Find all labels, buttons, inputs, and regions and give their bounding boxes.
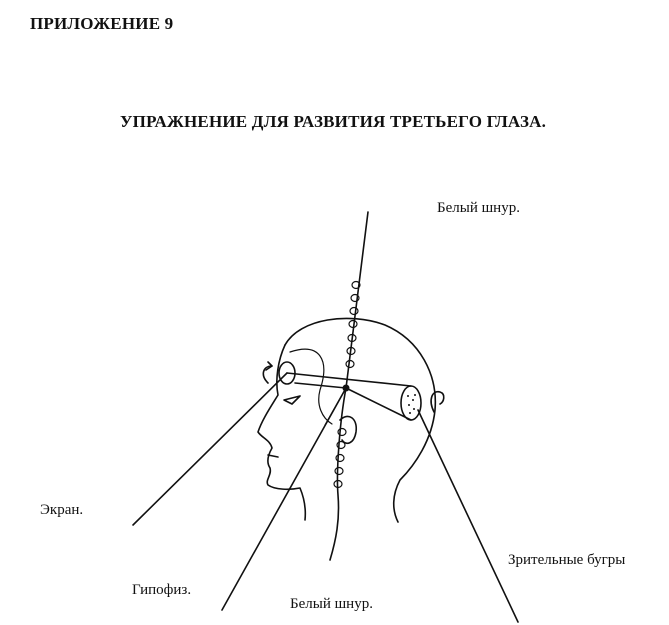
white-cord-coils-top bbox=[345, 280, 361, 369]
face-profile bbox=[257, 344, 307, 521]
rotation-arrow-left-head bbox=[265, 361, 273, 371]
white-cord-coils-bottom bbox=[333, 427, 347, 489]
white-cord-lower bbox=[329, 387, 347, 561]
eye bbox=[283, 395, 301, 405]
ear bbox=[339, 415, 358, 445]
diagram-title: УПРАЖНЕНИЕ ДЛЯ РАЗВИТИЯ ТРЕТЬЕГО ГЛАЗА. bbox=[120, 112, 547, 131]
rotation-arrow-left bbox=[262, 365, 273, 384]
brain-curve bbox=[289, 348, 333, 425]
visual-tubercles-line bbox=[417, 409, 519, 623]
rotation-arrow-right bbox=[430, 390, 445, 413]
head-outline bbox=[284, 317, 437, 523]
horizontal-axis bbox=[286, 372, 412, 387]
appendix-label: ПРИЛОЖЕНИЕ 9 bbox=[30, 14, 174, 33]
screen-line bbox=[132, 372, 288, 526]
visual-tubercles bbox=[400, 385, 422, 421]
label-pituitary: Гипофиз. bbox=[132, 582, 192, 598]
label-screen: Экран. bbox=[40, 502, 84, 518]
label-white-cord-top: Белый шнур. bbox=[437, 200, 520, 216]
label-visual-tubercles: Зрительные бугры bbox=[508, 552, 626, 568]
label-white-cord-bottom: Белый шнур. bbox=[290, 596, 373, 612]
third-eye-circle bbox=[278, 361, 296, 385]
mouth bbox=[267, 454, 279, 458]
white-cord-line bbox=[345, 211, 369, 389]
